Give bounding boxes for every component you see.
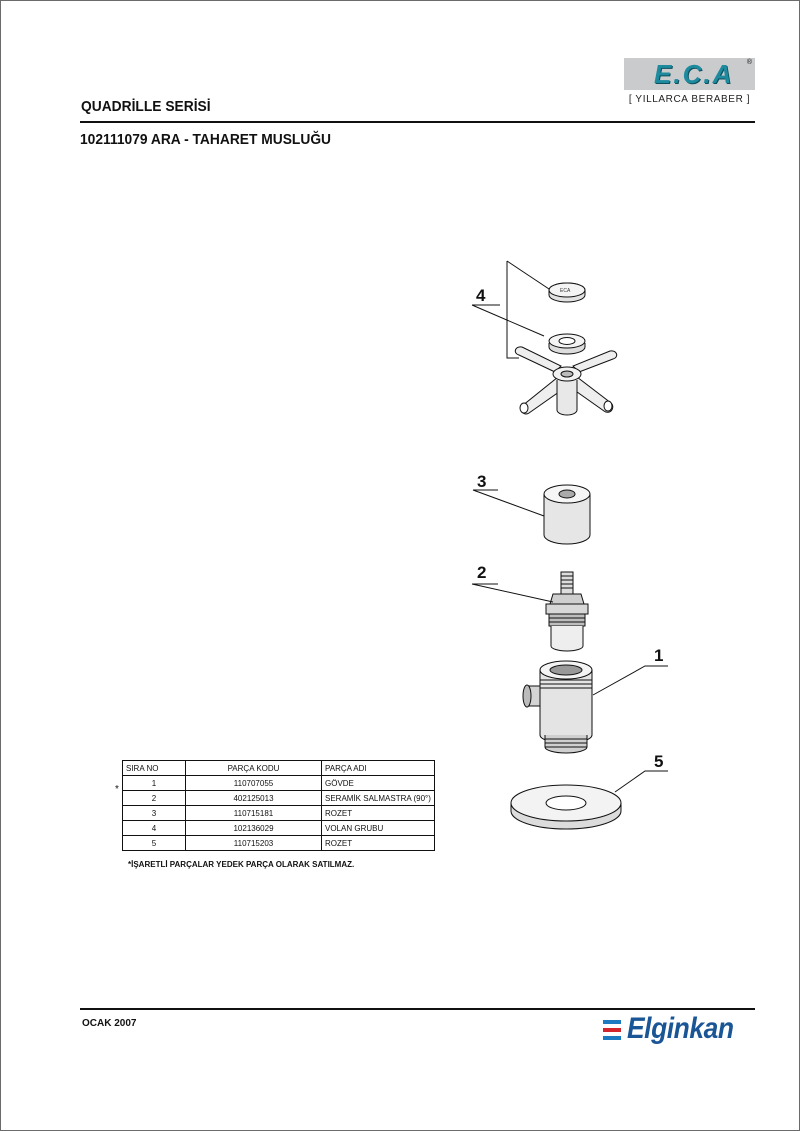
column-header-sira-no: SIRA NO [122,760,186,776]
elginkan-logo: Elginkan [603,1012,763,1048]
handle-washer [548,333,586,355]
table-row: 5 110715203 ROZET [122,835,435,851]
spare-part-asterisk: * [115,784,119,795]
row-no: 1 [122,775,186,791]
header-rule [80,121,755,123]
callout-2: 2 [477,563,487,582]
product-title: 102111079 ARA - TAHARET MUSLUĞU [80,131,332,148]
handle-cap: ECA [548,282,586,303]
row-no: 2 [122,790,186,806]
part-3-sleeve [472,484,591,545]
eca-logo: E.C.A ® [624,58,755,90]
row-code: 110715181 [185,805,322,821]
footer-date: OCAK 2007 [82,1018,137,1029]
row-no: 4 [122,820,186,836]
parts-table: SIRA NO PARÇA KODU PARÇA ADI 1 110707055… [122,760,435,851]
table-header-row: SIRA NO PARÇA KODU PARÇA ADI [122,760,435,776]
row-code: 102136029 [185,820,322,836]
row-no: 5 [122,835,186,851]
callout-1: 1 [654,646,664,665]
row-name: SERAMİK SALMASTRA (90°) [321,790,435,806]
row-no: 3 [122,805,186,821]
cross-handle [514,346,618,416]
column-header-parca-adi: PARÇA ADI [321,760,435,776]
row-code: 402125013 [185,790,322,806]
series-title: QUADRİLLE SERİSİ [81,98,211,115]
row-name: ROZET [321,805,435,821]
row-code: 110715203 [185,835,322,851]
eca-logo-text: E.C.A [654,59,734,89]
part-4-handle-group: ECA [471,260,618,416]
column-header-parca-kodu: PARÇA KODU [185,760,322,776]
part-1-body [522,660,668,754]
spare-part-note: *İŞARETLİ PARÇALAR YEDEK PARÇA OLARAK SA… [128,860,355,869]
footer-rule [80,1008,755,1010]
table-row: 1 110707055 GÖVDE [122,775,435,791]
row-code: 110707055 [185,775,322,791]
row-name: VOLAN GRUBU [321,820,435,836]
callout-3: 3 [477,472,487,491]
table-row: 2 402125013 SERAMİK SALMASTRA (90°) [122,790,435,806]
table-row: 4 102136029 VOLAN GRUBU [122,820,435,836]
elginkan-bars-icon [603,1020,621,1042]
brand-tagline: [ YILLARCA BERABER ] [628,94,751,105]
callout-5: 5 [654,752,664,771]
part-5-rosette [510,770,668,830]
table-row: 3 110715181 ROZET [122,805,435,821]
callout-4: 4 [476,286,486,305]
part-2-cartridge [471,571,589,652]
row-name: ROZET [321,835,435,851]
row-name: GÖVDE [321,775,435,791]
svg-text:ECA: ECA [560,288,571,294]
registered-mark: ® [746,59,752,66]
elginkan-wordmark: Elginkan [627,1012,734,1045]
